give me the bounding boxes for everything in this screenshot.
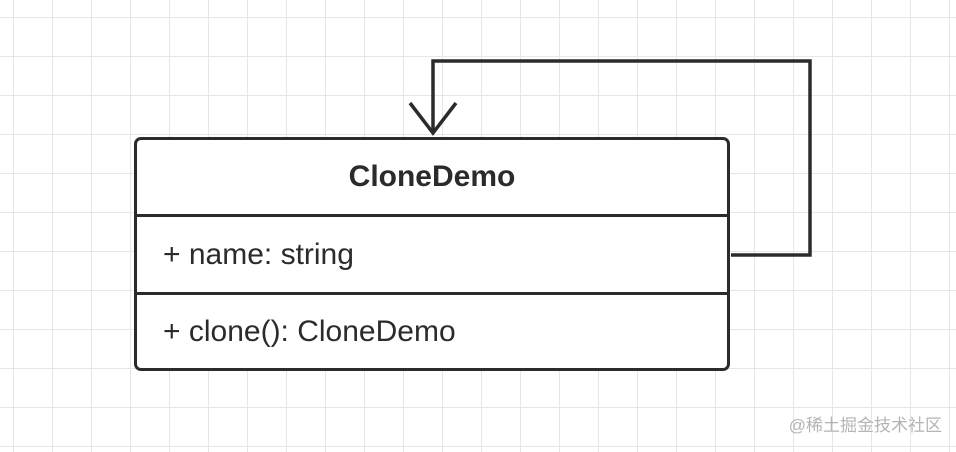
watermark: @稀土掘金技术社区 [788,416,942,435]
attributes-section: + name: string [137,217,727,295]
method-clone: + clone(): CloneDemo [163,314,456,348]
methods-section: + clone(): CloneDemo [137,295,727,368]
class-box-clonedemo[interactable]: CloneDemo + name: string + clone(): Clon… [134,137,730,371]
class-name: CloneDemo [348,160,516,193]
attribute-name: + name: string [163,237,354,271]
class-name-section: CloneDemo [137,140,727,217]
open-arrowhead [408,101,458,136]
self-association-line [431,59,812,257]
